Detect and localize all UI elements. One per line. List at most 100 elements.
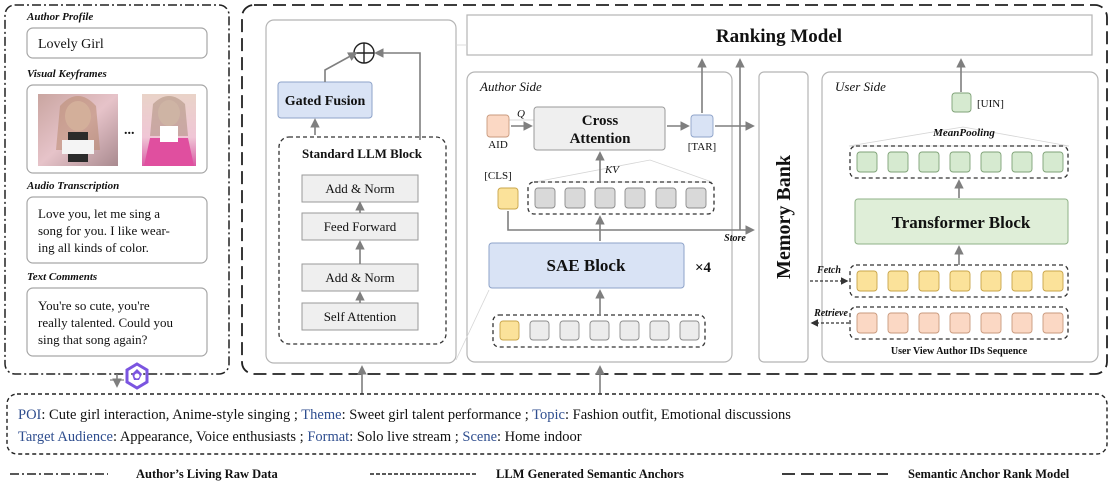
author-profile-label: Author Profile: [26, 11, 93, 23]
author-id-token: [1042, 312, 1064, 334]
anchors-line-1: POI: Cute girl interaction, Anime-style …: [18, 407, 791, 423]
keyframes-ellipsis: ...: [124, 123, 135, 138]
text-comments-label: Text Comments: [27, 271, 97, 283]
legend-rank-label: Semantic Anchor Rank Model: [908, 467, 1070, 481]
llm-layer-1-label: Add & Norm: [325, 181, 394, 196]
fetched-token: [856, 270, 878, 292]
sae-repeat-label: ×4: [695, 260, 712, 276]
rank-model-frame: [241, 4, 1108, 375]
ranking-model-label: Ranking Model: [716, 26, 842, 47]
pooled-token: [980, 151, 1002, 173]
llm-layer-3-label: Add & Norm: [325, 270, 394, 285]
cls-token: [497, 187, 519, 210]
pooled-token: [856, 151, 878, 173]
transformer-block-box: [854, 198, 1069, 245]
input-token: [559, 320, 580, 341]
comments-line-3: sing that song again?: [38, 332, 148, 347]
aid-label: AID: [488, 139, 508, 151]
input-token: [529, 320, 550, 341]
author-id-token: [887, 312, 909, 334]
author-id-token-group: [849, 306, 1069, 340]
input-token: [679, 320, 700, 341]
anchor-key: Theme: [301, 407, 341, 423]
cls-label: [CLS]: [484, 170, 512, 182]
uin-label: [UIN]: [977, 98, 1004, 110]
user-side-title: User Side: [835, 79, 886, 94]
pooled-token: [1042, 151, 1064, 173]
anchor-key: Topic: [532, 407, 565, 423]
uin-token: [951, 92, 972, 113]
user-side-panel: User Side [UIN] MeanPooling Transformer …: [810, 58, 1099, 363]
audio-line-1: Love you, let me sing a: [38, 206, 160, 221]
anchor-value: Solo live stream ;: [357, 429, 459, 445]
fetched-token: [949, 270, 971, 292]
semantic-anchors-box: [6, 393, 1108, 455]
sae-block-box: [488, 242, 685, 289]
anchors-line-2: Target Audience: Appearance, Voice enthu…: [18, 429, 582, 445]
tar-label: [TAR]: [688, 141, 716, 153]
kv-token: [534, 187, 556, 209]
llm-logo-icon: [125, 362, 149, 390]
retrieve-label: Retrieve: [813, 308, 848, 319]
raw-data-panel: Author Profile Lovely Girl Visual Keyfra…: [4, 4, 230, 375]
kv-token-group: [527, 181, 715, 215]
memory-bank-label: Memory Bank: [773, 154, 795, 279]
pooled-token: [1011, 151, 1033, 173]
sae-block-label: SAE Block: [547, 256, 626, 275]
audio-transcription-box: [26, 196, 208, 264]
text-comments-box: [26, 287, 208, 357]
anchor-value: Fashion outfit, Emotional discussions: [573, 407, 792, 423]
user-sequence-label: User View Author IDs Sequence: [891, 346, 1028, 357]
tar-token: [690, 114, 714, 138]
author-id-token: [918, 312, 940, 334]
legend-llm-label: LLM Generated Semantic Anchors: [496, 467, 684, 481]
gated-fusion-label: Gated Fusion: [285, 94, 366, 109]
visual-keyframes-label: Visual Keyframes: [27, 68, 107, 80]
input-token: [649, 320, 670, 341]
anchor-key: POI: [18, 407, 42, 423]
cross-attention-label-1: Cross: [582, 113, 619, 129]
fetched-token: [980, 270, 1002, 292]
author-id-token: [856, 312, 878, 334]
llm-layer-4-label: Self Attention: [324, 309, 397, 324]
standard-llm-block-frame: [278, 136, 447, 345]
transformer-block-label: Transformer Block: [892, 213, 1031, 232]
author-id-token: [949, 312, 971, 334]
llm-panel: Gated Fusion Standard LLM Block Add & No…: [265, 19, 457, 364]
fetch-label: Fetch: [816, 265, 841, 276]
ranking-model-box: [466, 14, 1093, 56]
fetched-token: [918, 270, 940, 292]
mean-pooling-label: MeanPooling: [932, 127, 995, 139]
author-side-title: Author Side: [479, 79, 542, 94]
mean-pooling-wedge: [848, 126, 1070, 147]
aid-token: [486, 114, 510, 138]
llm-layer-2-label: Feed Forward: [324, 219, 397, 234]
fusion-to-add-arrow: [324, 52, 358, 82]
anchor-value: Cute girl interaction, Anime-style singi…: [49, 407, 298, 423]
author-id-token: [1011, 312, 1033, 334]
keyframe-image-2: [142, 94, 196, 166]
kv-projection-wedge: [534, 159, 713, 183]
pooled-token: [918, 151, 940, 173]
memory-bank-box: [758, 71, 809, 363]
author-id-token: [980, 312, 1002, 334]
anchor-value: Sweet girl talent performance ;: [349, 407, 529, 423]
comments-line-1: You're so cute, you're: [38, 298, 150, 313]
pooled-token: [887, 151, 909, 173]
llm-layer-3: [301, 263, 419, 292]
store-label: Store: [724, 233, 746, 244]
standard-llm-block-label: Standard LLM Block: [302, 146, 423, 161]
fetched-token: [1042, 270, 1064, 292]
fetched-token: [887, 270, 909, 292]
anchor-key: Format: [307, 429, 349, 445]
fetched-token-group: [849, 264, 1069, 298]
cls-store-path: [507, 211, 600, 231]
author-profile-value: Lovely Girl: [38, 37, 104, 52]
llm-layer-2: [301, 212, 419, 241]
cross-attention-box: [533, 106, 666, 151]
comments-line-2: really talented. Could you: [38, 315, 174, 330]
input-token: [589, 320, 610, 341]
q-label: Q: [517, 108, 525, 120]
residual-to-add-arrow: [374, 48, 421, 70]
